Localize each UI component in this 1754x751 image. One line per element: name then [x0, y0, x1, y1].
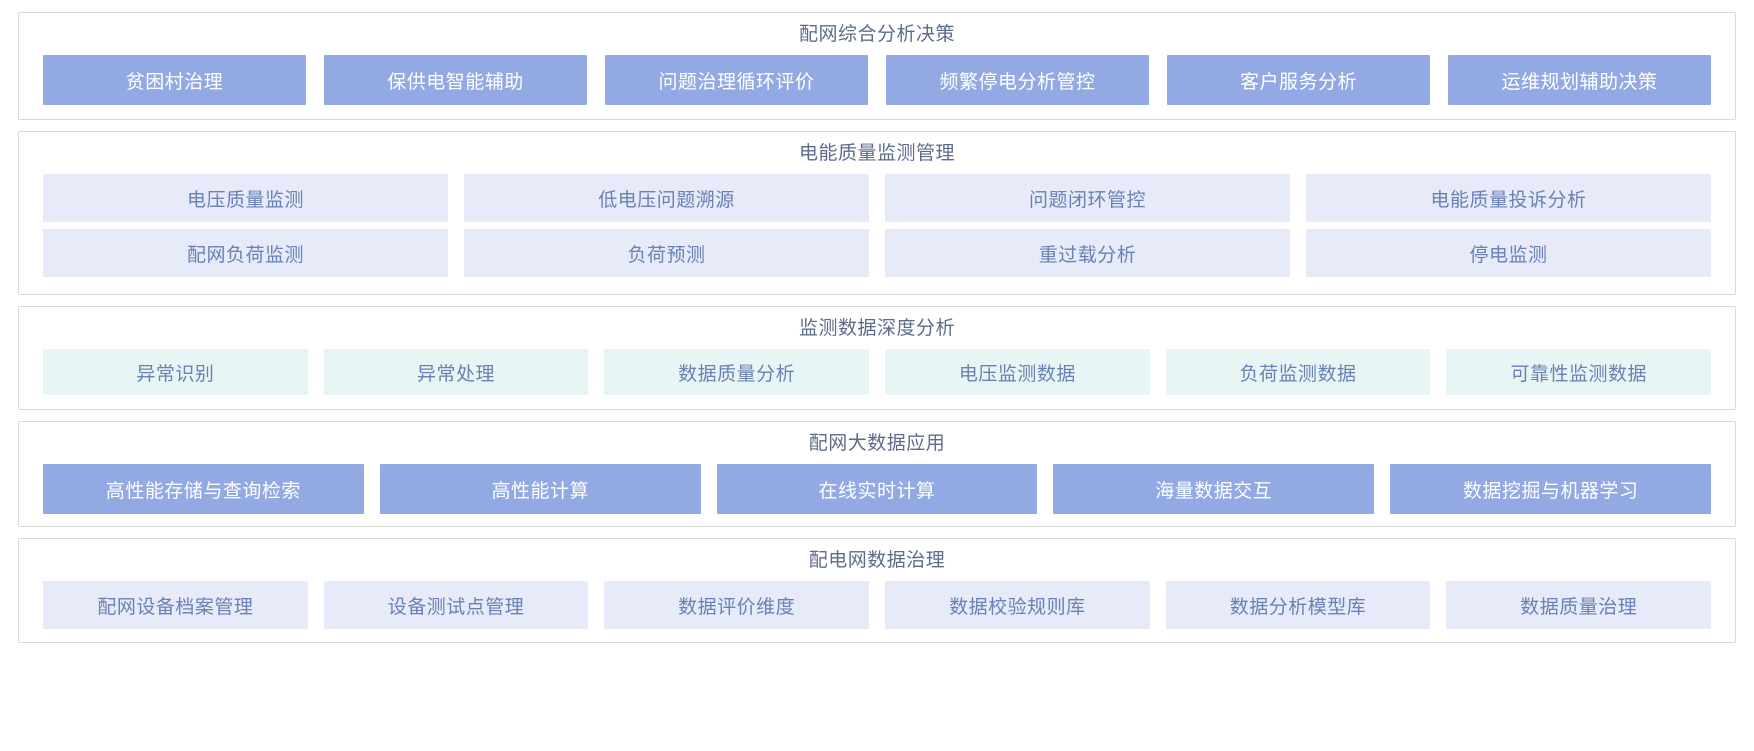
- module-button[interactable]: 电压质量监测: [43, 174, 448, 222]
- button-row: 异常识别异常处理数据质量分析电压监测数据负荷监测数据可靠性监测数据: [43, 349, 1712, 395]
- panel-4: 配电网数据治理配网设备档案管理设备测试点管理数据评价维度数据校验规则库数据分析模…: [18, 538, 1736, 643]
- module-button[interactable]: 贫困村治理: [43, 55, 306, 105]
- module-button[interactable]: 客户服务分析: [1167, 55, 1430, 105]
- module-button[interactable]: 配网设备档案管理: [43, 581, 308, 629]
- module-button[interactable]: 数据评价维度: [604, 581, 870, 629]
- module-button[interactable]: 电能质量投诉分析: [1306, 174, 1711, 222]
- panel-title: 监测数据深度分析: [798, 318, 955, 339]
- module-button[interactable]: 设备测试点管理: [323, 581, 589, 629]
- module-button[interactable]: 异常处理: [323, 349, 589, 395]
- button-row: 贫困村治理保供电智能辅助问题治理循环评价频繁停电分析管控客户服务分析运维规划辅助…: [43, 55, 1711, 105]
- module-button[interactable]: 电压监测数据: [885, 349, 1150, 395]
- module-button[interactable]: 数据校验规则库: [885, 581, 1150, 629]
- module-button[interactable]: 数据分析模型库: [1165, 581, 1431, 629]
- module-button[interactable]: 运维规划辅助决策: [1448, 55, 1711, 105]
- panel-3: 配网大数据应用高性能存储与查询检索高性能计算在线实时计算海量数据交互数据挖掘与机…: [18, 421, 1736, 527]
- module-button[interactable]: 高性能存储与查询检索: [43, 464, 364, 514]
- module-button[interactable]: 负荷预测: [464, 229, 869, 277]
- module-button[interactable]: 保供电智能辅助: [324, 55, 587, 105]
- module-button[interactable]: 可靠性监测数据: [1446, 349, 1712, 395]
- button-row: 配网负荷监测负荷预测重过载分析停电监测: [43, 229, 1711, 277]
- panel-1: 电能质量监测管理电压质量监测低电压问题溯源问题闭环管控电能质量投诉分析配网负荷监…: [18, 131, 1736, 295]
- panel-title: 配网综合分析决策: [798, 24, 955, 45]
- panel-2: 监测数据深度分析异常识别异常处理数据质量分析电压监测数据负荷监测数据可靠性监测数…: [18, 306, 1736, 410]
- module-button[interactable]: 异常识别: [43, 349, 308, 395]
- module-button[interactable]: 数据挖掘与机器学习: [1390, 464, 1711, 514]
- module-button[interactable]: 问题闭环管控: [885, 174, 1290, 222]
- module-button[interactable]: 高性能计算: [379, 464, 701, 514]
- panel-0: 配网综合分析决策贫困村治理保供电智能辅助问题治理循环评价频繁停电分析管控客户服务…: [18, 12, 1736, 120]
- module-button[interactable]: 配网负荷监测: [43, 229, 448, 277]
- module-button[interactable]: 重过载分析: [885, 229, 1290, 277]
- button-row: 配网设备档案管理设备测试点管理数据评价维度数据校验规则库数据分析模型库数据质量治…: [43, 581, 1712, 629]
- module-button[interactable]: 海量数据交互: [1053, 464, 1375, 514]
- panel-title: 电能质量监测管理: [798, 143, 955, 164]
- button-row: 电压质量监测低电压问题溯源问题闭环管控电能质量投诉分析: [43, 174, 1711, 222]
- module-button[interactable]: 在线实时计算: [716, 464, 1038, 514]
- module-button[interactable]: 负荷监测数据: [1165, 349, 1431, 395]
- module-button[interactable]: 数据质量分析: [604, 349, 870, 395]
- module-button[interactable]: 频繁停电分析管控: [886, 55, 1149, 105]
- module-button[interactable]: 数据质量治理: [1446, 581, 1712, 629]
- module-button[interactable]: 停电监测: [1306, 229, 1711, 277]
- panel-title: 配电网数据治理: [808, 550, 946, 571]
- module-button[interactable]: 低电压问题溯源: [464, 174, 869, 222]
- panel-title: 配网大数据应用: [808, 433, 946, 454]
- button-row: 高性能存储与查询检索高性能计算在线实时计算海量数据交互数据挖掘与机器学习: [43, 464, 1711, 514]
- module-button[interactable]: 问题治理循环评价: [605, 55, 868, 105]
